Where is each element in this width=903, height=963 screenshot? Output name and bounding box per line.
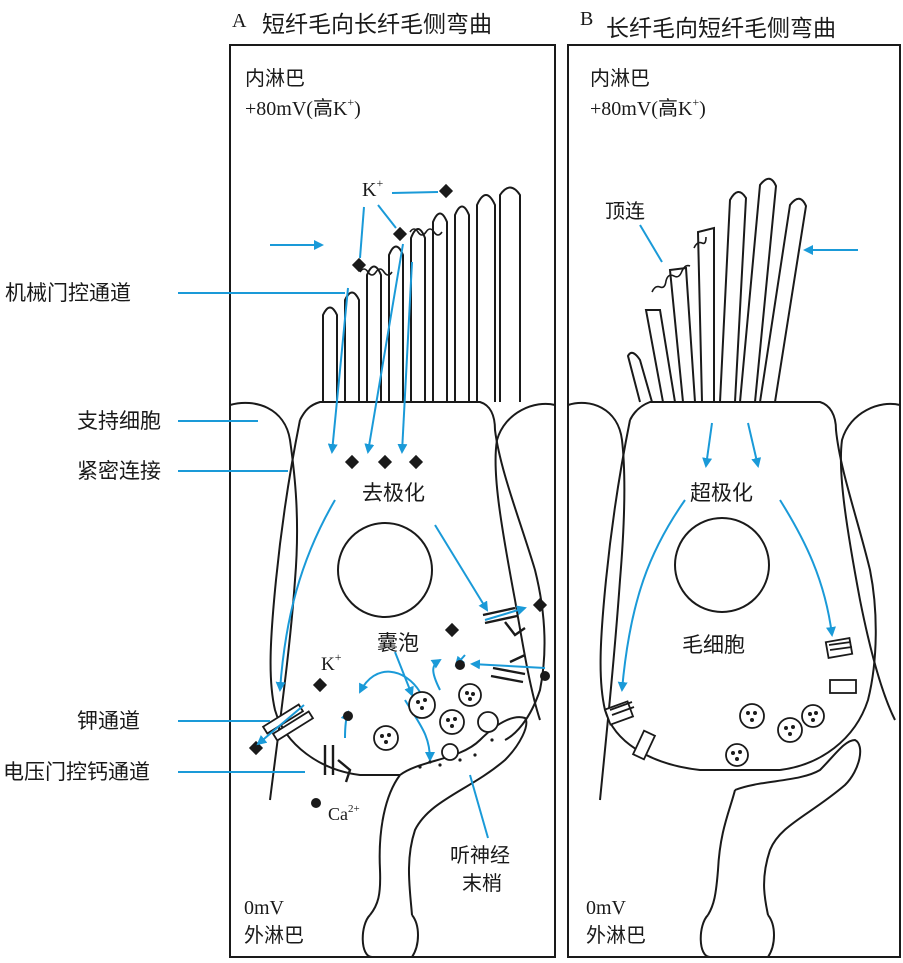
panel-a-letter: A: [232, 10, 247, 32]
ca-channel-b2: [830, 680, 856, 693]
ca-channel-a3: [491, 655, 525, 682]
ca-channel-b: [633, 731, 655, 760]
hair-cell-body-a-left: [271, 420, 400, 775]
nerve-pointer-line: [470, 775, 488, 838]
nerve-terminal-b-left: [708, 790, 735, 915]
k-ion-exit-a2: [249, 741, 263, 755]
label-supporting-cell: 支持细胞: [77, 409, 161, 433]
label-tight-junction: 紧密连接: [77, 459, 161, 483]
endolymph-label-a: 内淋巴: [245, 66, 305, 90]
depolarization-label: 去极化: [362, 481, 425, 505]
k-channel-b2: [826, 638, 852, 658]
ca-ion-a2: [311, 798, 321, 808]
ca-channel-a: [325, 745, 350, 782]
perilymph-potential-b: 0mV: [586, 897, 627, 919]
supporting-cell-right-b: [841, 404, 900, 720]
stereocilia-a: [323, 188, 520, 403]
panel-b-title: 长纤毛向短纤毛侧弯曲: [606, 16, 836, 42]
nerve-label-line2: 末梢: [462, 871, 502, 895]
label-potassium-channel: 钾通道: [77, 709, 140, 733]
stereocilia-b: [628, 179, 806, 402]
nerve-label-line1: 听神经: [450, 843, 510, 867]
endolymph-potential-a: +80mV(高K+): [245, 95, 361, 120]
endolymph-label-b: 内淋巴: [590, 66, 650, 90]
ca-ion-a1: [343, 711, 353, 721]
nerve-bulb-a: [363, 915, 418, 957]
label-mechanical-channel: 机械门控通道: [5, 281, 131, 305]
ca-ion-a4: [455, 660, 465, 670]
tip-link-b2: [694, 237, 706, 248]
nerve-bulb-b: [701, 915, 774, 957]
tip-link-label: 顶连: [605, 199, 645, 223]
k-ion-label-a2: K+: [321, 650, 342, 675]
nucleus-a: [338, 523, 432, 617]
k-ion-right-a2: [445, 623, 459, 637]
tip-link-pointer-b: [640, 225, 662, 262]
panel-a-title: 短纤毛向长纤毛侧弯曲: [262, 12, 492, 38]
label-voltage-calcium-channel: 电压门控钙通道: [3, 760, 150, 784]
endolymph-potential-b: +80mV(高K+): [590, 95, 706, 120]
k-ion-label-a: K+: [362, 176, 383, 201]
perilymph-label-a: 外淋巴: [244, 923, 304, 947]
vesicles-label: 囊泡: [377, 631, 419, 655]
k-ions-top-a: [345, 184, 453, 469]
perilymph-label-b: 外淋巴: [586, 923, 646, 947]
panel-a: K+: [230, 10, 555, 957]
panel-b-letter: B: [580, 8, 593, 30]
nucleus-b: [675, 518, 769, 612]
hair-cell-body-a: [300, 402, 545, 740]
perilymph-potential-a: 0mV: [244, 897, 285, 919]
ca-ion-label-a: Ca2+: [328, 803, 360, 824]
supporting-cell-left-b: [568, 403, 624, 800]
hyperpolarization-label: 超极化: [690, 481, 753, 505]
k-ion-right-a: [533, 598, 547, 612]
panel-b: B 长纤毛向短纤毛侧弯曲 内淋巴 +80mV(高K+) 顶连 超极化 毛细胞 0…: [568, 8, 900, 957]
nerve-terminal-a-left: [370, 775, 400, 915]
vesicles-a: [374, 684, 498, 760]
hair-cell-label: 毛细胞: [682, 633, 745, 657]
ca-ion-a3: [540, 671, 550, 681]
tip-link-a1: [360, 269, 392, 275]
k-ion-exit-a: [313, 678, 327, 692]
